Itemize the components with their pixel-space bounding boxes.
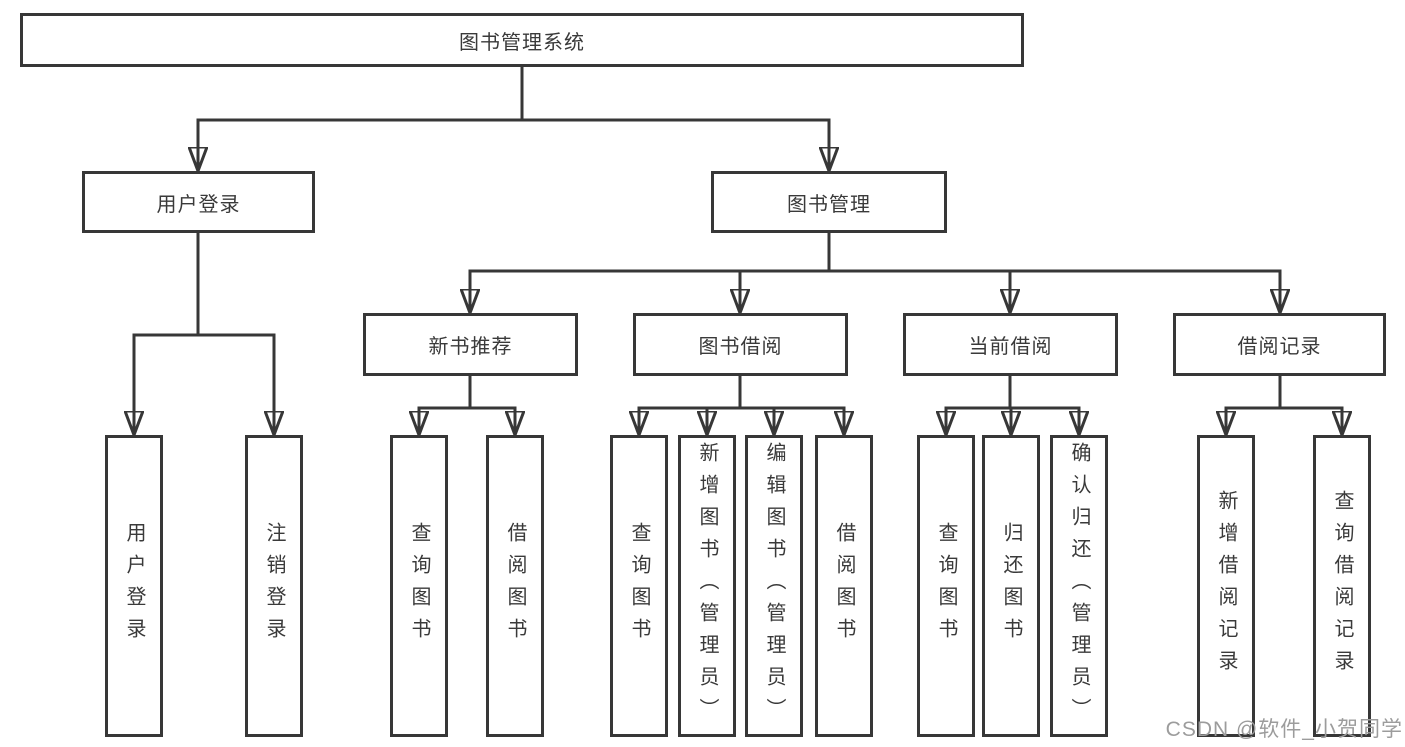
node-label: 编辑图书（管理员） bbox=[763, 442, 785, 730]
node-label: 当前借阅 bbox=[968, 336, 1053, 358]
node-label: 借阅记录 bbox=[1237, 336, 1322, 358]
leaf-query-books-current: 查询图书 bbox=[917, 435, 975, 737]
leaf-query-books-borrow: 查询图书 bbox=[610, 435, 668, 737]
node-label: 图书管理 bbox=[787, 193, 871, 216]
node-label: 确认归还（管理员） bbox=[1068, 442, 1090, 730]
node-label: 用户登录 bbox=[123, 522, 145, 650]
leaf-add-borrow-record: 新增借阅记录 bbox=[1197, 435, 1255, 737]
leaf-confirm-return-admin: 确认归还（管理员） bbox=[1050, 435, 1108, 737]
leaf-query-books-recommend: 查询图书 bbox=[390, 435, 448, 737]
node-current-borrowing: 当前借阅 bbox=[903, 313, 1118, 376]
node-label: 新增借阅记录 bbox=[1215, 490, 1237, 682]
node-label: 借阅图书 bbox=[504, 522, 526, 650]
leaf-logout: 注销登录 bbox=[245, 435, 303, 737]
leaf-query-borrow-record: 查询借阅记录 bbox=[1313, 435, 1371, 737]
node-label: 图书借阅 bbox=[698, 336, 783, 358]
node-label: 查询图书 bbox=[935, 522, 957, 650]
leaf-user-login: 用户登录 bbox=[105, 435, 163, 737]
node-label: 查询借阅记录 bbox=[1331, 490, 1353, 682]
node-label: 图书管理系统 bbox=[459, 31, 585, 54]
node-label: 归还图书 bbox=[1000, 522, 1022, 650]
node-book-management-branch: 图书管理 bbox=[711, 171, 947, 233]
csdn-watermark: CSDN @软件_小贺同学 bbox=[1165, 718, 1403, 741]
leaf-borrow-books-recommend: 借阅图书 bbox=[486, 435, 544, 737]
node-library-management-system: 图书管理系统 bbox=[20, 13, 1024, 67]
node-new-book-recommendation: 新书推荐 bbox=[363, 313, 578, 376]
node-label: 查询图书 bbox=[408, 522, 430, 650]
node-book-borrowing: 图书借阅 bbox=[633, 313, 848, 376]
node-borrowing-records: 借阅记录 bbox=[1173, 313, 1386, 376]
node-label: 查询图书 bbox=[628, 522, 650, 650]
node-label: 用户登录 bbox=[156, 193, 241, 216]
node-label: 注销登录 bbox=[263, 522, 285, 650]
node-label: 新增图书（管理员） bbox=[696, 442, 718, 730]
leaf-edit-books-admin: 编辑图书（管理员） bbox=[745, 435, 803, 737]
leaf-return-books: 归还图书 bbox=[982, 435, 1040, 737]
node-label: 新书推荐 bbox=[428, 336, 513, 358]
leaf-add-books-admin: 新增图书（管理员） bbox=[678, 435, 736, 737]
node-user-login-branch: 用户登录 bbox=[82, 171, 315, 233]
node-label: 借阅图书 bbox=[833, 522, 855, 650]
leaf-borrow-books: 借阅图书 bbox=[815, 435, 873, 737]
